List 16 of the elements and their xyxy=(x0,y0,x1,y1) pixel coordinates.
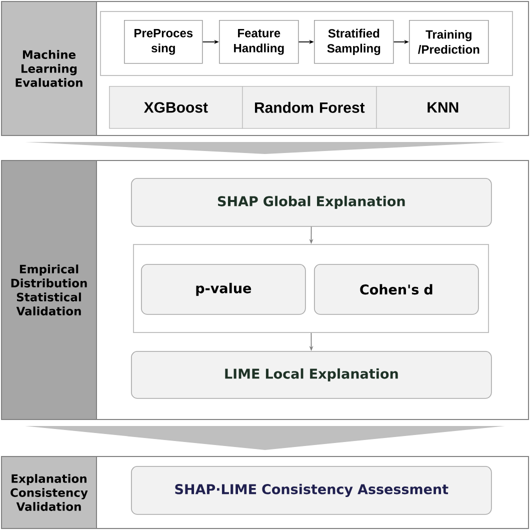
process-box: SHAP·LIME Consistency Assessment xyxy=(131,466,492,515)
chevron-arrow xyxy=(25,426,505,450)
process-box: p-value xyxy=(141,264,306,315)
step-box: Feature Handling xyxy=(219,20,299,64)
step-box: Stratified Sampling xyxy=(314,20,394,64)
stage-label: Machine Learning Evaluation xyxy=(1,1,97,136)
model-box: Random Forest xyxy=(242,86,377,129)
step-box: Training /Prediction xyxy=(409,20,489,64)
process-box: LIME Local Explanation xyxy=(131,351,492,399)
process-box: SHAP Global Explanation xyxy=(131,178,492,227)
model-box: XGBoost xyxy=(109,86,243,129)
step-box: PreProces sing xyxy=(124,20,203,64)
stage-label: Explanation Consistency Validation xyxy=(1,456,97,529)
model-box: KNN xyxy=(376,86,510,129)
process-box: Cohen's d xyxy=(314,264,479,315)
stage-label: Empirical Distribution Statistical Validation xyxy=(1,160,97,420)
